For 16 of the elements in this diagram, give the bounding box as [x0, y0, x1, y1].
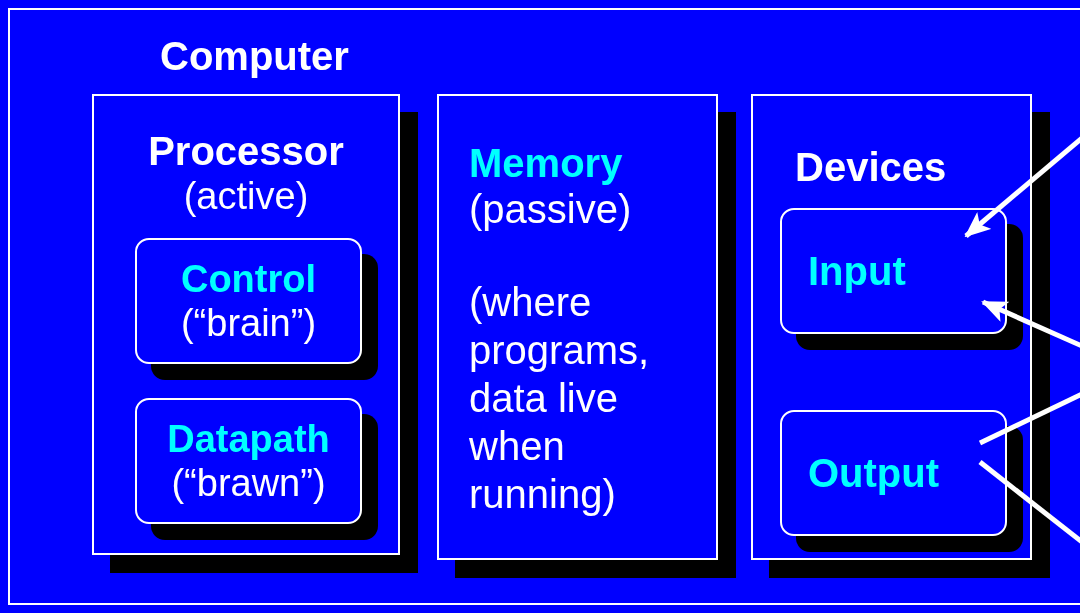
computer-frame [8, 8, 1080, 605]
computer-title: Computer [160, 33, 349, 80]
control-title: Control [180, 257, 317, 301]
output-title: Output [808, 450, 940, 496]
datapath-title: Datapath [167, 417, 330, 461]
arrow [981, 299, 1080, 349]
devices-title: Devices [795, 144, 947, 190]
memory-subtitle: (passive) [469, 186, 632, 232]
memory-title: Memory [469, 140, 623, 186]
arrow [964, 136, 1080, 238]
processor-title: Processor [148, 128, 344, 174]
memory-description: (where programs, data live when running) [469, 279, 651, 518]
control-subtitle: (“brain”) [180, 301, 317, 345]
input-title: Input [808, 248, 906, 294]
processor-subtitle: (active) [183, 174, 309, 218]
datapath-subtitle: (“brawn”) [171, 461, 326, 505]
